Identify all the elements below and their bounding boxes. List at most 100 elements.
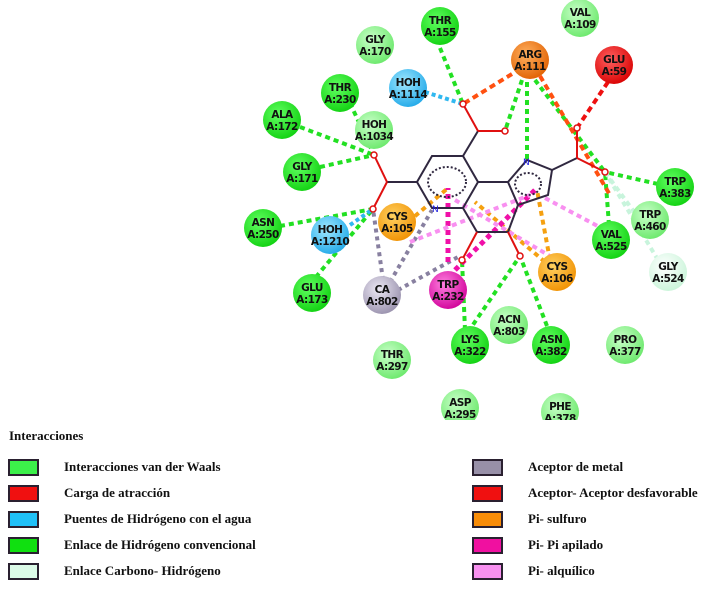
residue-id: A:802 <box>366 296 398 308</box>
residue-name: ARG <box>518 49 541 61</box>
residue-disc <box>592 221 630 259</box>
hbond-line-gly171 <box>319 153 375 169</box>
residue-disc <box>363 276 401 314</box>
residue-id: A:803 <box>493 326 525 338</box>
residue-disc <box>421 7 459 45</box>
svg-text:N: N <box>523 158 530 168</box>
residue-id: A:460 <box>634 221 666 233</box>
residue-id: A:377 <box>609 346 641 358</box>
legend-swatch <box>472 458 503 476</box>
legend-label: Carga de atracción <box>64 485 171 500</box>
residue-name: VAL <box>601 229 622 241</box>
legend-item: Pi- sulfuro <box>472 509 587 529</box>
residue-disc <box>538 253 576 291</box>
residue-disc <box>561 0 599 37</box>
residue-name: CYS <box>386 211 407 223</box>
residue-disc <box>293 274 331 312</box>
pialkyl-line-2 <box>544 196 606 232</box>
metal-line-ca802-b <box>397 255 459 292</box>
legend-swatch <box>472 536 503 554</box>
residue-disc <box>541 393 579 420</box>
residue-disc <box>490 306 528 344</box>
pialkyl-line-3 <box>453 198 562 264</box>
ch-line-gly524 <box>603 170 660 262</box>
legend-title: Interacciones <box>9 428 84 443</box>
residue-name: ALA <box>271 109 294 121</box>
svg-text:N: N <box>432 205 439 215</box>
residue-name: ASN <box>540 334 563 346</box>
interaction-diagram: N N THRA:155VALA:109GLYA:170ARGA:111GLUA… <box>244 0 694 420</box>
residue-disc <box>441 389 479 420</box>
residue-name: GLY <box>365 34 385 46</box>
hbond-line-ala172 <box>299 125 375 157</box>
residue-name: PRO <box>614 334 638 346</box>
charge-line-arg111 <box>461 72 514 106</box>
residue-id: A:109 <box>564 19 596 31</box>
residue-name: GLU <box>603 54 625 66</box>
residue-name: HOH <box>362 119 387 131</box>
residue-name: VAL <box>570 7 591 19</box>
residue-disc <box>532 326 570 364</box>
residue-name: GLU <box>301 282 323 294</box>
residue-disc <box>355 111 393 149</box>
residue-ca-a802: CAA:802 <box>363 276 401 314</box>
residue-disc <box>606 326 644 364</box>
legend-swatch <box>472 562 503 580</box>
residue-name: ACN <box>498 314 521 326</box>
legend-item: Aceptor de metal <box>472 457 623 477</box>
residue-disc <box>378 203 416 241</box>
residue-id: A:106 <box>541 273 573 285</box>
residue-name: HOH <box>318 224 343 236</box>
residue-id: A:105 <box>381 223 413 235</box>
residue-disc <box>356 26 394 64</box>
legend-label: Pi- sulfuro <box>528 511 587 526</box>
ligand-structure: N N <box>369 100 609 264</box>
residue-id: A:1034 <box>355 131 393 143</box>
legend-swatch <box>8 562 39 580</box>
residue-id: A:382 <box>535 346 567 358</box>
metal-line-ca802 <box>371 208 385 281</box>
residue-id: A:173 <box>296 294 328 306</box>
residue-id: A:155 <box>424 27 456 39</box>
residue-id: A:59 <box>602 66 627 78</box>
residue-name: TRP <box>639 209 661 221</box>
legend-item: Pi- Pi apilado <box>472 535 603 555</box>
residue-disc <box>631 201 669 239</box>
residue-id: A:383 <box>659 188 691 200</box>
residue-name: THR <box>429 15 452 27</box>
residue-id: A:295 <box>444 409 476 420</box>
residue-disc <box>595 46 633 84</box>
legend-item: Carga de atracción <box>8 483 170 503</box>
legend-item: Aceptor- Aceptor desfavorable <box>472 483 698 503</box>
residue-id: A:111 <box>514 61 546 73</box>
residue-id: A:230 <box>324 94 356 106</box>
legend-swatch <box>472 510 503 528</box>
residue-id: A:250 <box>247 229 279 241</box>
residue-id: A:1114 <box>389 89 427 101</box>
residue-id: A:232 <box>432 291 464 303</box>
residue-name: LYS <box>461 334 479 346</box>
hbond-line-lys322-b <box>460 259 467 331</box>
residue-disc <box>244 209 282 247</box>
legend-label: Pi- Pi apilado <box>528 537 604 552</box>
residue-disc <box>649 253 687 291</box>
residue-name: GLY <box>292 161 312 173</box>
hbond-line-thr155 <box>438 47 465 105</box>
legend-item: Interacciones van der Waals <box>8 457 221 477</box>
hbond-line-arg111-o2 <box>533 78 607 174</box>
legend-label: Enlace Carbono- Hidrógeno <box>64 563 221 578</box>
